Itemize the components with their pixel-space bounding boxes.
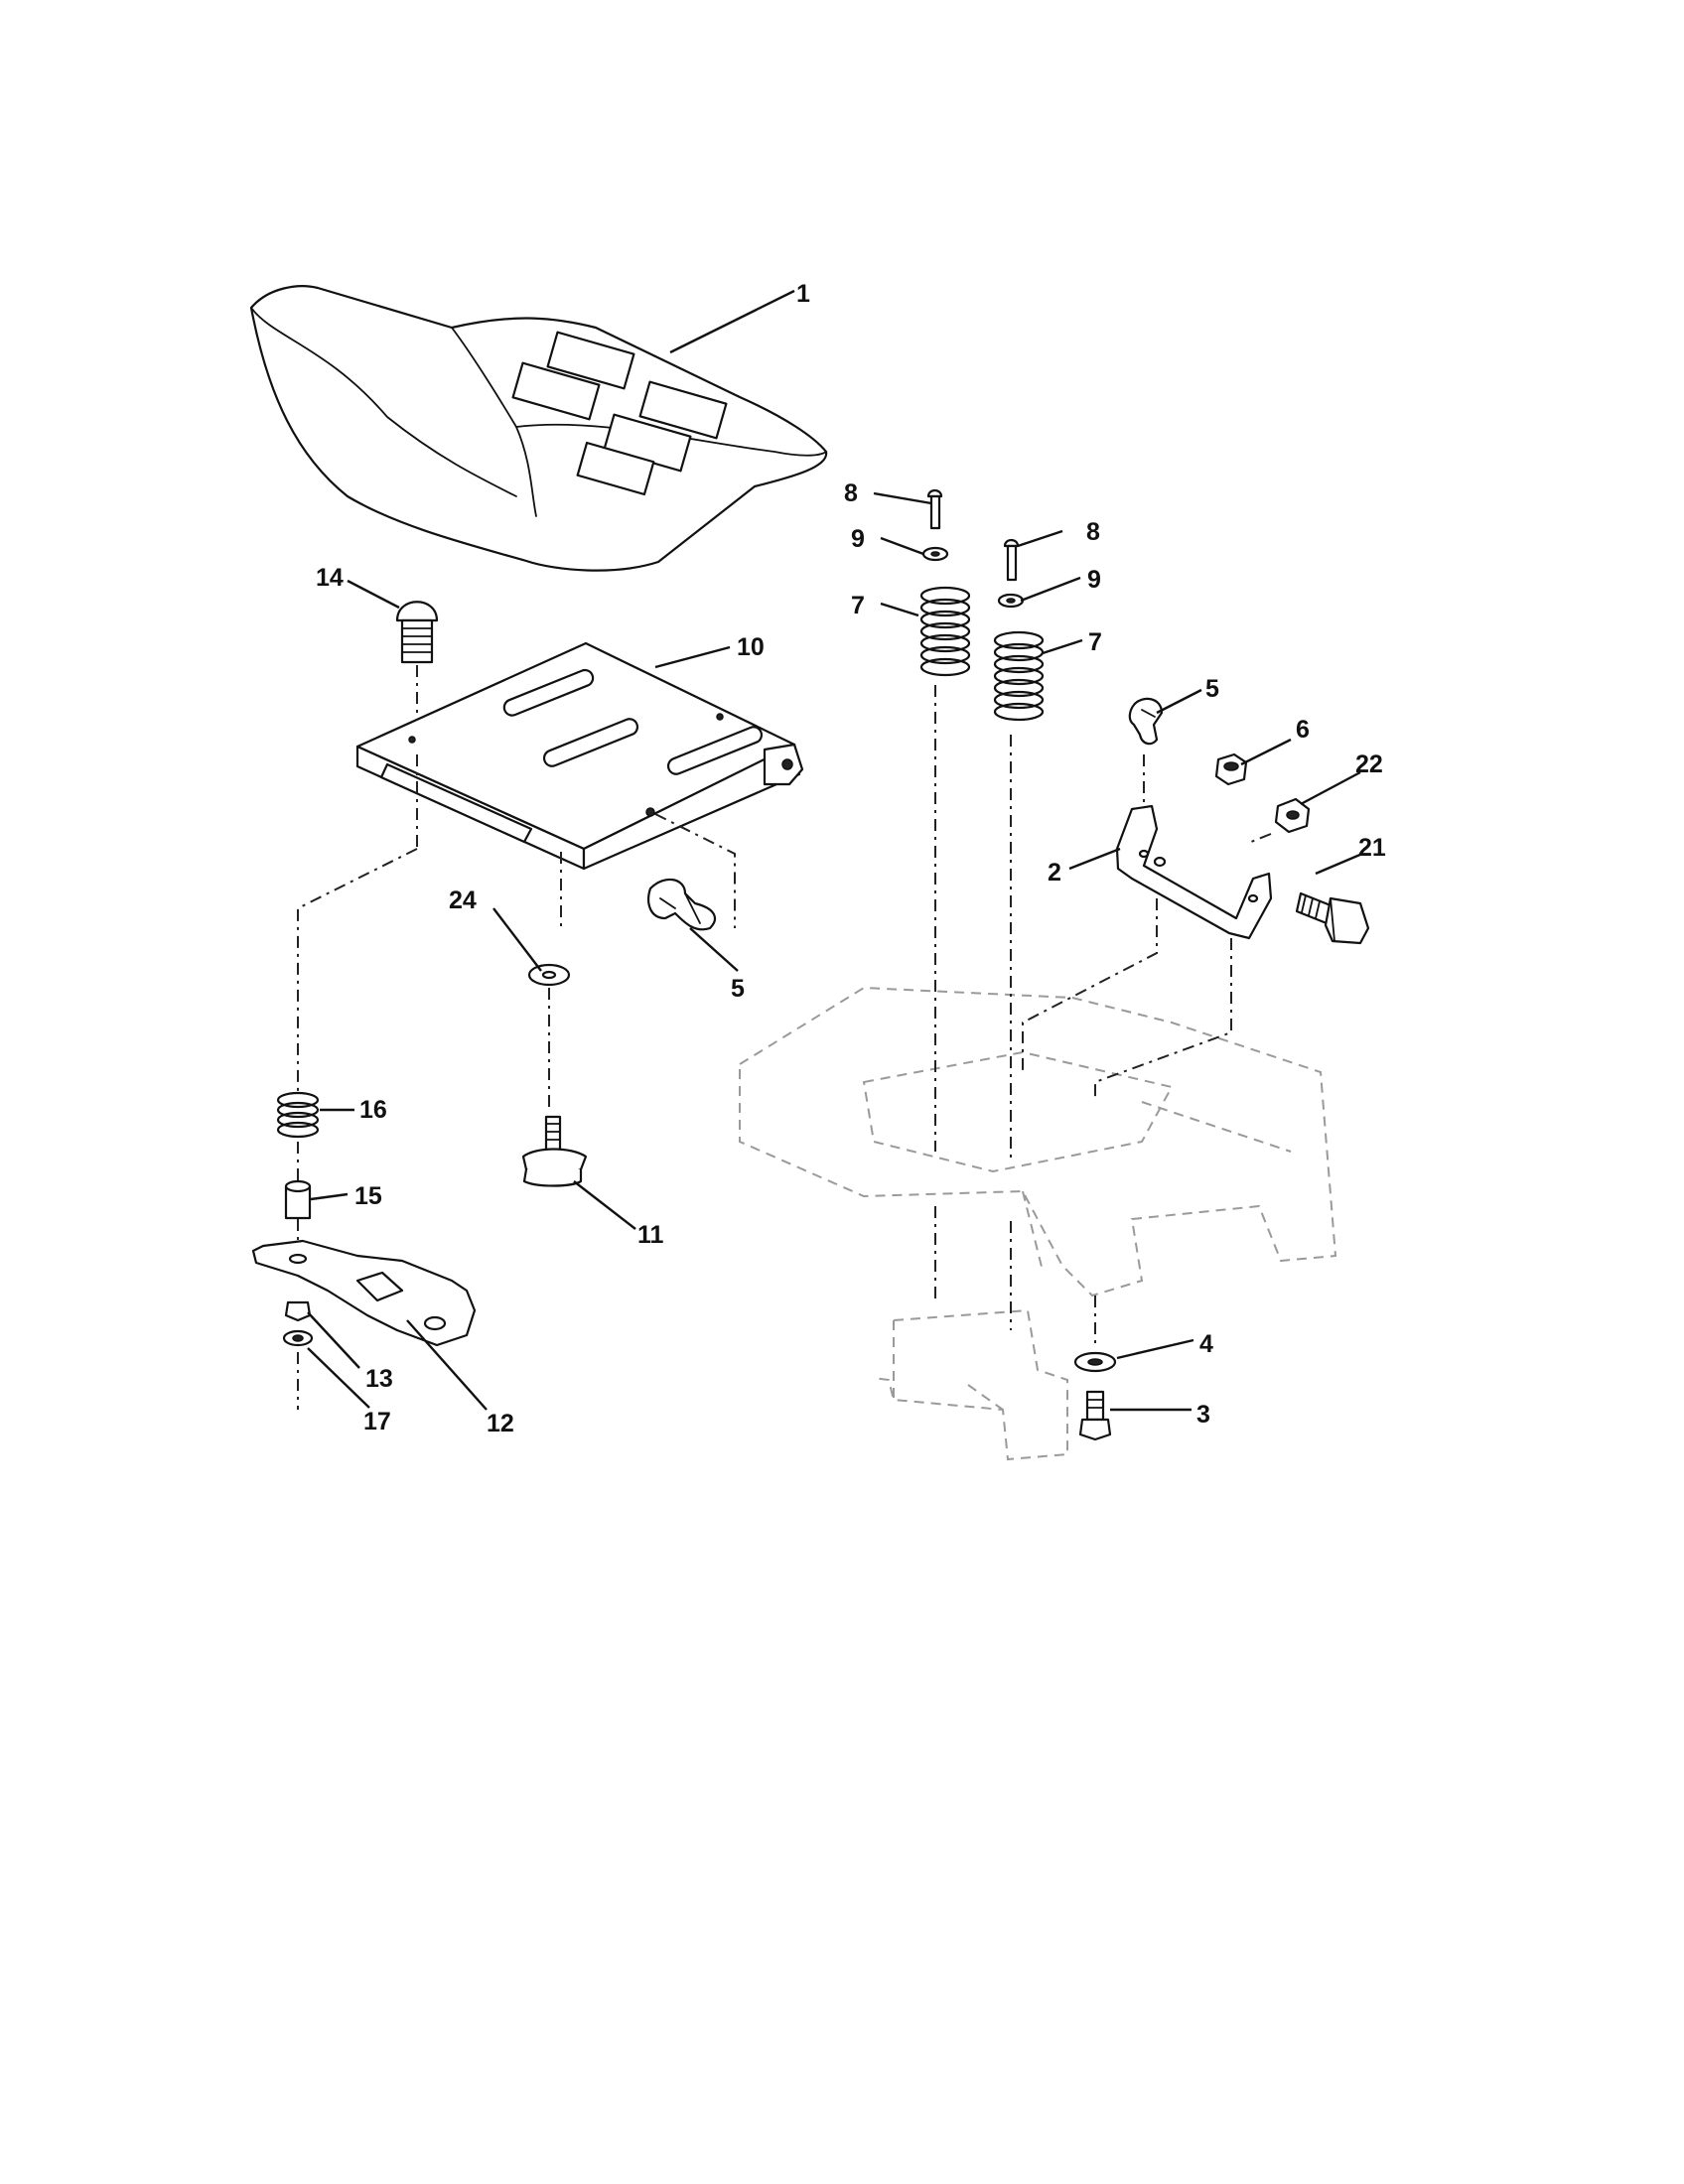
washer — [527, 963, 571, 1112]
adjustment-knob — [521, 1115, 588, 1187]
callout-7-right: 7 — [1088, 628, 1102, 656]
callout-11: 11 — [637, 1221, 664, 1249]
callout-17: 17 — [363, 1408, 391, 1435]
bolt-spring-stack-right — [993, 538, 1045, 1330]
callout-12: 12 — [487, 1410, 514, 1437]
hex-nut — [1214, 752, 1248, 786]
seat-pan-bracket — [355, 641, 804, 928]
callout-9-right: 9 — [1087, 566, 1101, 594]
callout-7-left: 7 — [851, 592, 865, 619]
callout-8-left: 8 — [844, 479, 858, 507]
spacer — [284, 1179, 312, 1220]
mounting-plate — [251, 1239, 477, 1347]
callout-3: 3 — [1196, 1401, 1210, 1429]
frame-washer-and-bolt — [1073, 1296, 1117, 1441]
support-bracket — [1022, 804, 1273, 1102]
tractor-frame-outline — [739, 986, 1337, 1461]
leader-lines — [307, 289, 1363, 1412]
callout-21: 21 — [1358, 834, 1386, 862]
callout-10: 10 — [737, 633, 765, 661]
carriage-bolt — [395, 601, 439, 730]
callout-13: 13 — [365, 1365, 393, 1393]
bolt-spring-stack-left — [919, 488, 971, 1300]
callout-24: 24 — [449, 887, 477, 914]
callout-16: 16 — [359, 1096, 387, 1124]
callout-9-left: 9 — [851, 525, 865, 553]
lock-nut — [1245, 797, 1311, 845]
shoulder-bolt — [1295, 891, 1370, 945]
callout-5-right: 5 — [1205, 675, 1219, 703]
callout-22: 22 — [1355, 751, 1383, 778]
clip-left — [647, 878, 717, 931]
seat — [249, 285, 828, 572]
callout-5-left: 5 — [731, 975, 745, 1003]
callout-8-right: 8 — [1086, 518, 1100, 546]
clip-right — [1128, 697, 1164, 809]
callout-4: 4 — [1199, 1330, 1213, 1358]
callout-1: 1 — [796, 280, 810, 308]
callout-labels: 1 8 8 9 9 7 7 14 10 5 5 6 22 2 21 24 16 … — [316, 280, 1386, 1437]
callout-14: 14 — [316, 564, 344, 592]
nut-and-washer — [282, 1219, 314, 1410]
lower-spring — [276, 848, 418, 1191]
callout-15: 15 — [354, 1182, 382, 1210]
callout-6: 6 — [1296, 716, 1310, 744]
callout-2: 2 — [1048, 859, 1061, 887]
